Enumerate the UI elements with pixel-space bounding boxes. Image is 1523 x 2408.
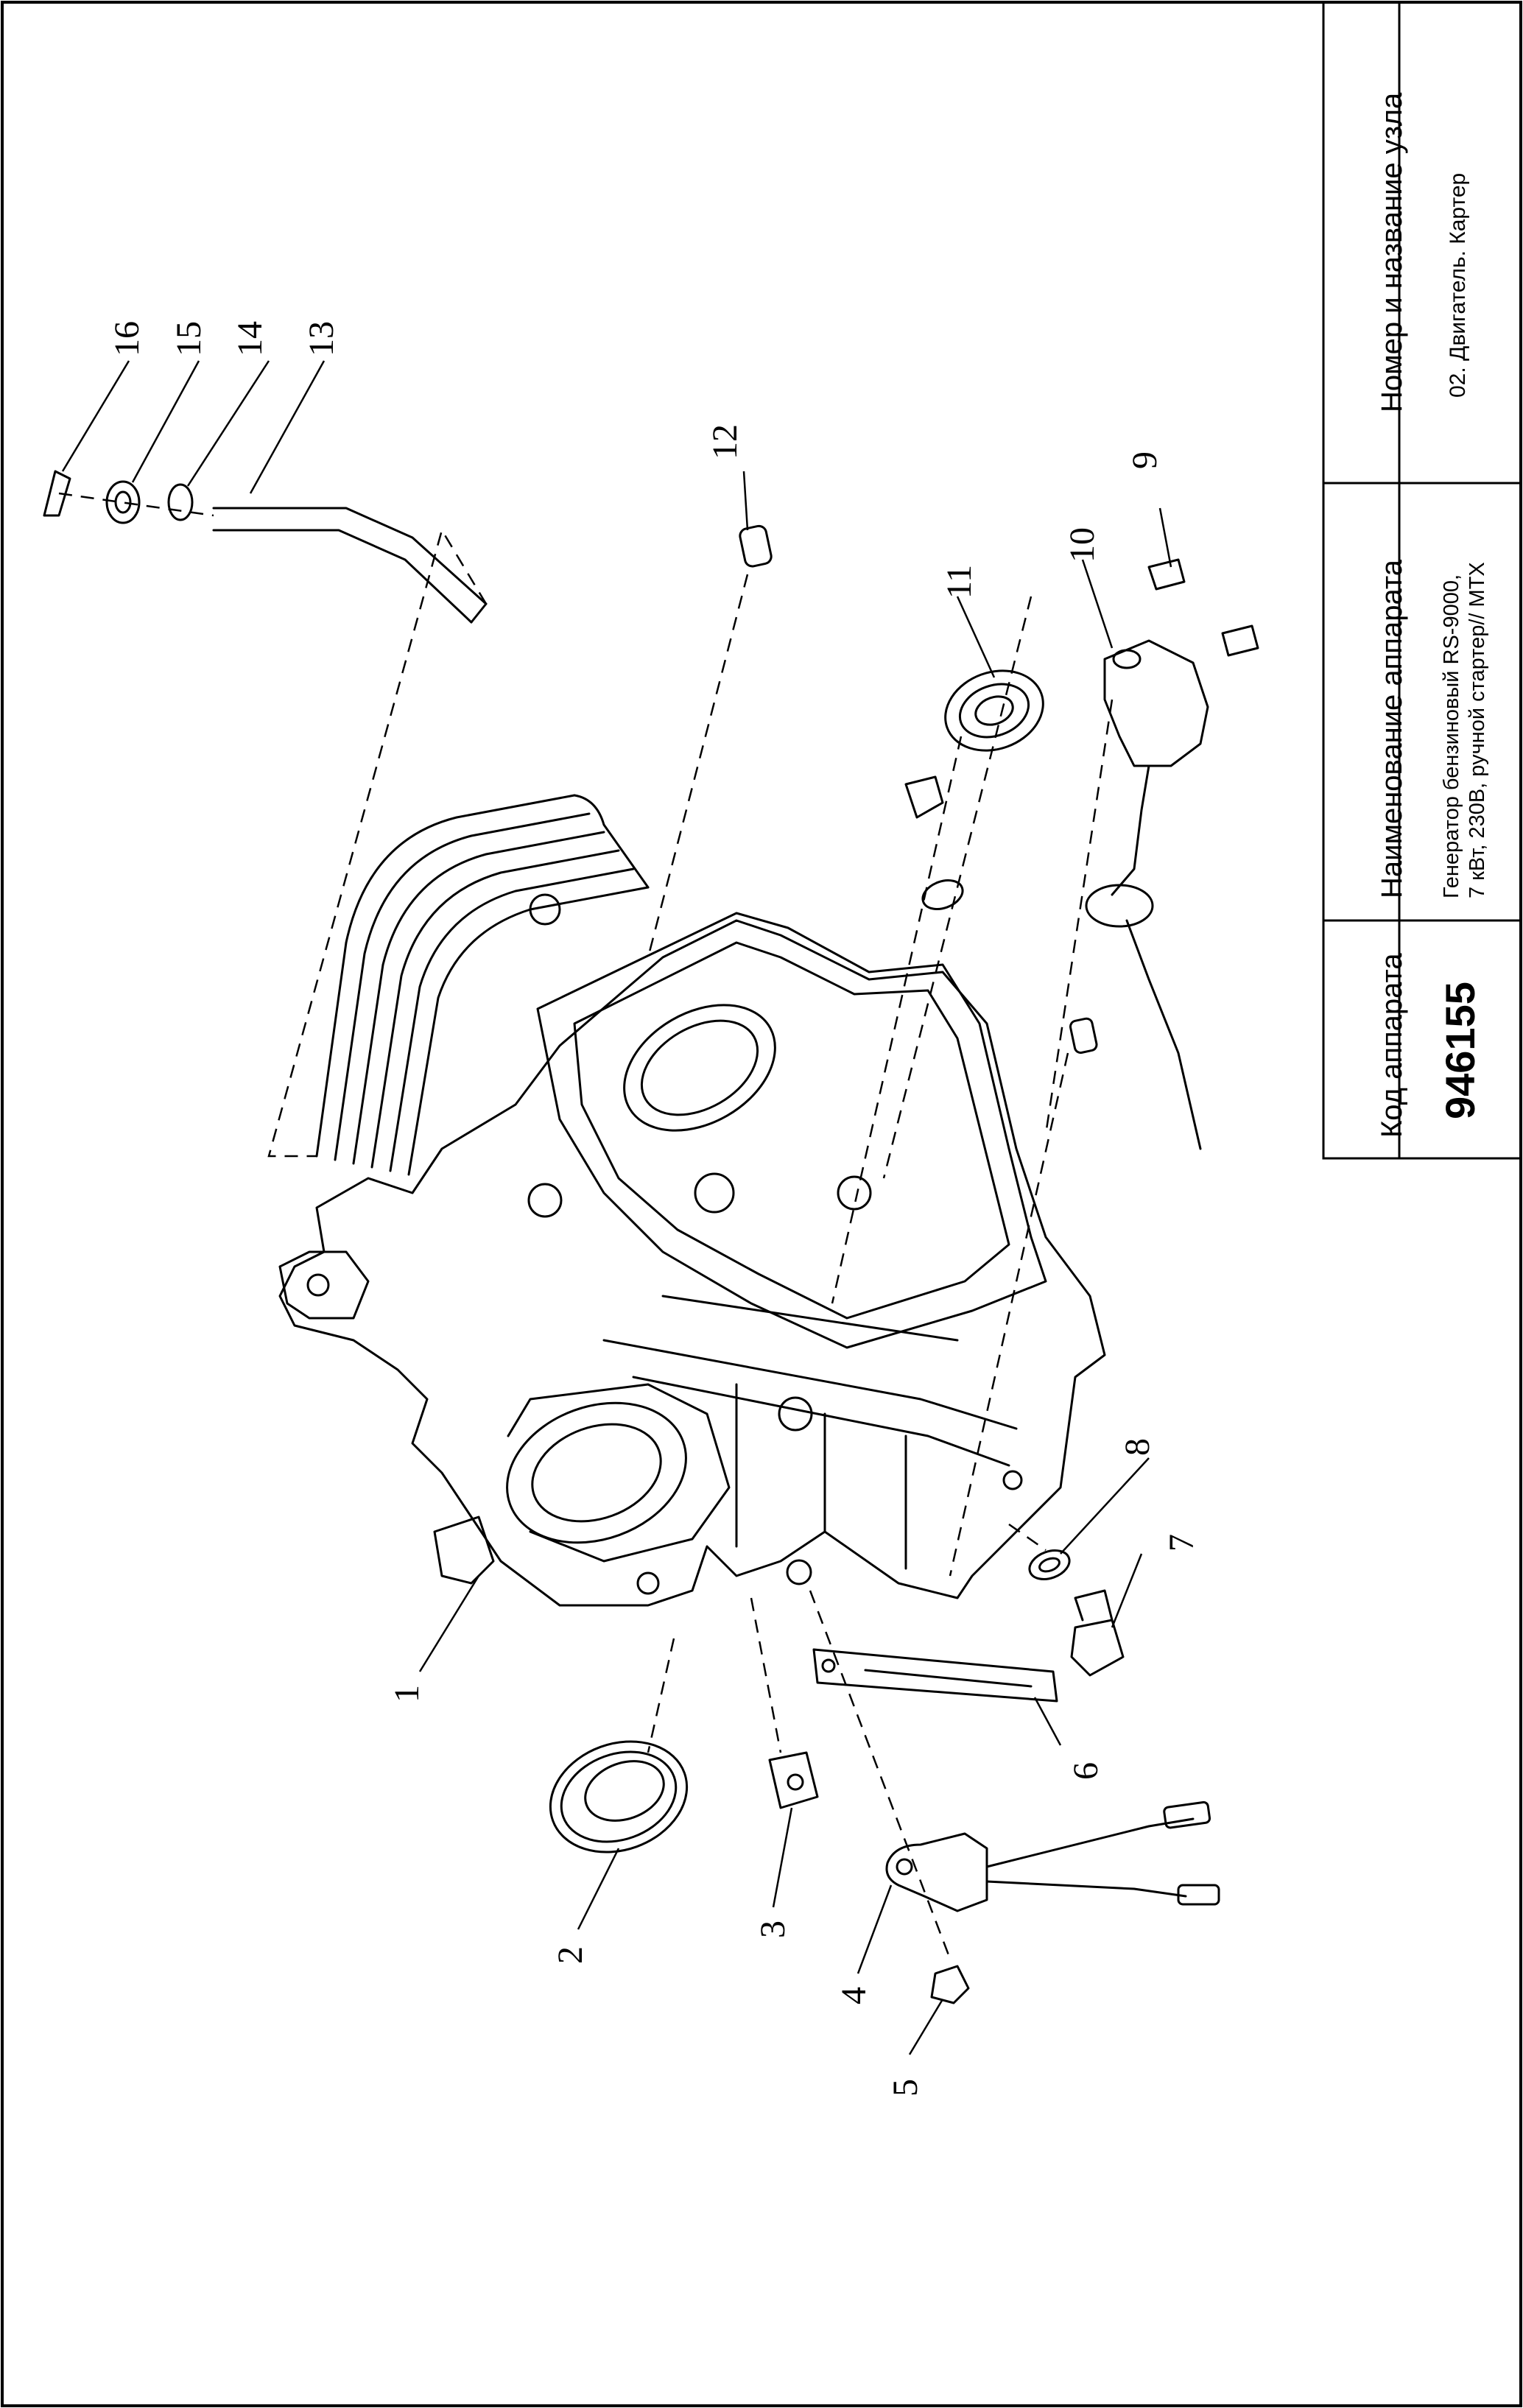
dowel-pin-lower [1069,1017,1098,1055]
callout-13: 13 [302,321,341,356]
name-value-line2: 7 кВт, 230В, ручной стартер// MTX [1466,562,1489,898]
washer-part-14 [167,483,194,521]
governor-shaft-part-13 [212,507,488,624]
name-value-line1: Генератор бензиновый RS-9000, [1440,574,1463,898]
code-header: Код аппарата [1376,953,1408,1138]
assembly-lines [58,492,1114,1960]
name-header: Наименование аппарата [1376,560,1408,898]
seal-part-15 [105,480,141,524]
cylinder-fins [315,794,650,1176]
plate-part-6 [812,1648,1058,1703]
bolt-near-bearing [904,775,964,910]
bolt-part-5 [930,1965,970,2004]
callout-4: 4 [834,1987,873,2004]
oil-seal-part-2 [549,1740,689,1853]
callout-10: 10 [1063,527,1102,563]
callout-7: 7 [1162,1534,1201,1552]
level-switch-part-10 [1085,639,1209,1150]
leader-lines [61,360,1172,2055]
callout-14: 14 [231,321,270,356]
callout-9: 9 [1125,451,1164,469]
oil-sensor-part-4 [885,1800,1220,1912]
code-value: 946155 [1437,982,1483,1119]
exploded-parts [43,470,1259,2004]
pin-part-16 [43,470,71,517]
washer-part-8 [1028,1549,1071,1580]
bearing-part-11 [944,669,1044,752]
callout-12: 12 [706,424,745,460]
callout-6: 6 [1066,1762,1105,1780]
title-block [1322,1,1522,1160]
drain-bolt-part-7 [1070,1589,1125,1677]
callout-5: 5 [886,2079,925,2097]
callout-15: 15 [169,321,208,356]
callout-8: 8 [1118,1438,1157,1456]
crankcase-drawing [278,794,1106,1607]
callout-11: 11 [940,565,979,599]
clip-part-3 [768,1751,819,1809]
unit-value: 02. Двигатель. Картер [1446,172,1470,398]
unit-header: Номер и название узла [1376,92,1408,412]
callout-3: 3 [753,1921,792,1938]
callout-labels: 1 2 3 4 5 6 7 8 9 10 11 12 13 14 15 16 [108,321,1201,2097]
callout-2: 2 [551,1946,590,1964]
bolt-part-9 [1147,558,1259,657]
dowel-pin-part-12 [739,524,773,568]
callout-16: 16 [108,321,147,356]
callout-1: 1 [387,1685,426,1703]
